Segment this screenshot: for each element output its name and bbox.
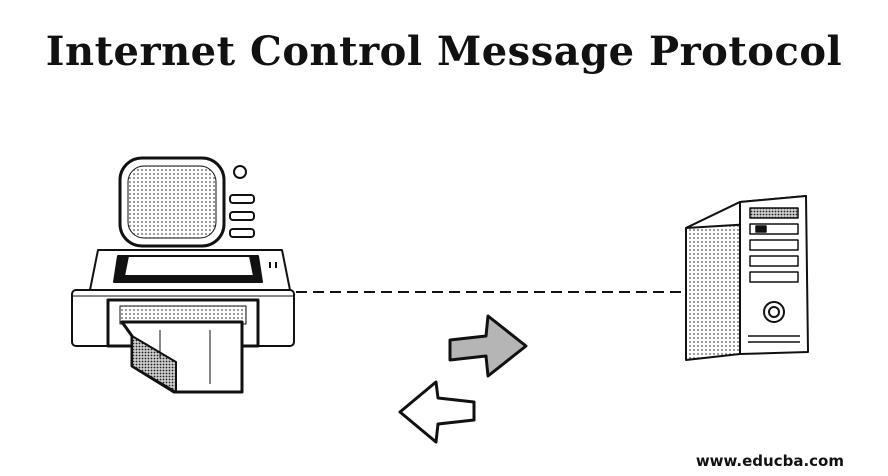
watermark: www.educba.com xyxy=(695,452,844,470)
control-buttons-icon xyxy=(229,194,255,238)
diagram-title: Internet Control Message Protocol xyxy=(45,28,843,75)
printed-paper-icon xyxy=(120,320,244,394)
left-arrow-icon xyxy=(398,380,476,444)
monitor-icon xyxy=(118,156,226,248)
printer-device-icon xyxy=(71,156,295,394)
power-knob-icon xyxy=(233,165,247,179)
server-tower-icon xyxy=(685,195,809,361)
drive-bays-icon xyxy=(749,207,799,283)
paper-tray-icon xyxy=(89,249,291,291)
right-arrow-icon xyxy=(448,314,528,378)
